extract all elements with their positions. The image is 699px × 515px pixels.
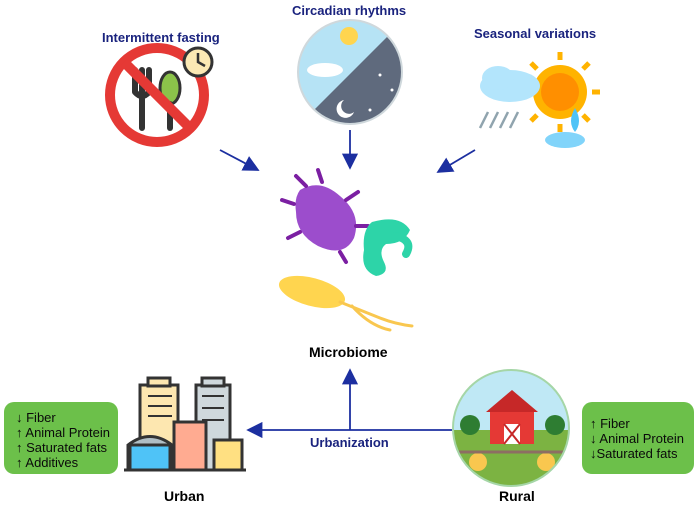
urban-diet-item: ↑ Animal Protein <box>16 425 110 440</box>
day-night-icon <box>297 19 403 125</box>
arrow-fasting-to-microbiome <box>219 149 260 171</box>
urban-diet-item: ↑ Saturated fats <box>16 440 108 455</box>
label-urban: Urban <box>164 488 205 504</box>
no-food-clock-icon <box>105 43 214 147</box>
city-buildings-icon <box>124 376 246 472</box>
label-urbanization: Urbanization <box>310 435 389 450</box>
rural-diet-item: ↑ Fiber <box>590 416 630 431</box>
label-seasonal-variations: Seasonal variations <box>474 26 597 41</box>
arrow-seasonal-to-microbiome <box>436 149 476 173</box>
urban-diet-item: ↓ Fiber <box>16 410 56 425</box>
bacteria-icon <box>278 168 414 332</box>
farm-barn-icon <box>452 369 570 487</box>
weather-icon <box>478 52 600 148</box>
urban-diet-box: ↓ Fiber ↑ Animal Protein ↑ Saturated fat… <box>4 402 118 474</box>
label-circadian-rhythms: Circadian rhythms <box>292 3 407 18</box>
rural-diet-item: ↓Saturated fats <box>590 446 678 461</box>
rural-diet-box: ↑ Fiber ↓ Animal Protein ↓Saturated fats <box>582 402 694 474</box>
label-intermittent-fasting: Intermittent fasting <box>102 30 220 45</box>
rural-diet-item: ↓ Animal Protein <box>590 431 684 446</box>
label-rural: Rural <box>499 488 535 504</box>
label-microbiome: Microbiome <box>309 344 388 360</box>
urban-diet-item: ↑ Additives <box>16 455 79 470</box>
